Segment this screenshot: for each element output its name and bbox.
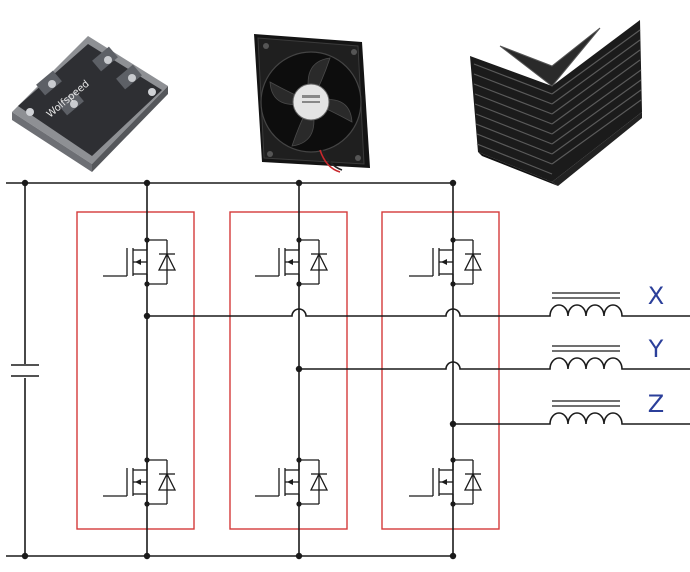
filter-inductor-symbol <box>548 400 690 425</box>
high-side-mosfet <box>103 237 177 287</box>
phase-label: X <box>648 282 664 310</box>
high-side-mosfet <box>409 237 483 287</box>
output-filters: XYZ <box>548 282 690 425</box>
capacitor-symbol <box>10 364 40 378</box>
filter-inductor-symbol <box>548 345 690 370</box>
low-side-mosfet <box>255 457 329 507</box>
leg-2-box <box>229 211 348 530</box>
leg-1-box <box>76 211 195 530</box>
power-module-picture: Wolfspeed <box>12 36 168 172</box>
leg-3-box <box>381 211 500 530</box>
low-side-mosfet <box>409 457 483 507</box>
leg-1 <box>103 179 177 560</box>
low-side-mosfet <box>103 457 177 507</box>
phase-y-wire <box>299 361 548 370</box>
heatsink-picture <box>470 20 642 186</box>
phase-label: Z <box>648 390 664 418</box>
output-phase-z: Z <box>548 390 690 425</box>
half-bridge-legs <box>103 179 483 560</box>
cooling-fan-picture <box>254 34 370 173</box>
leg-3 <box>409 179 483 560</box>
output-phase-x: X <box>548 282 690 317</box>
filter-inductor-symbol <box>548 292 690 317</box>
phase-x-wire <box>147 308 548 317</box>
phase-label: Y <box>648 335 664 363</box>
output-phase-y: Y <box>548 335 690 370</box>
high-side-mosfet <box>255 237 329 287</box>
